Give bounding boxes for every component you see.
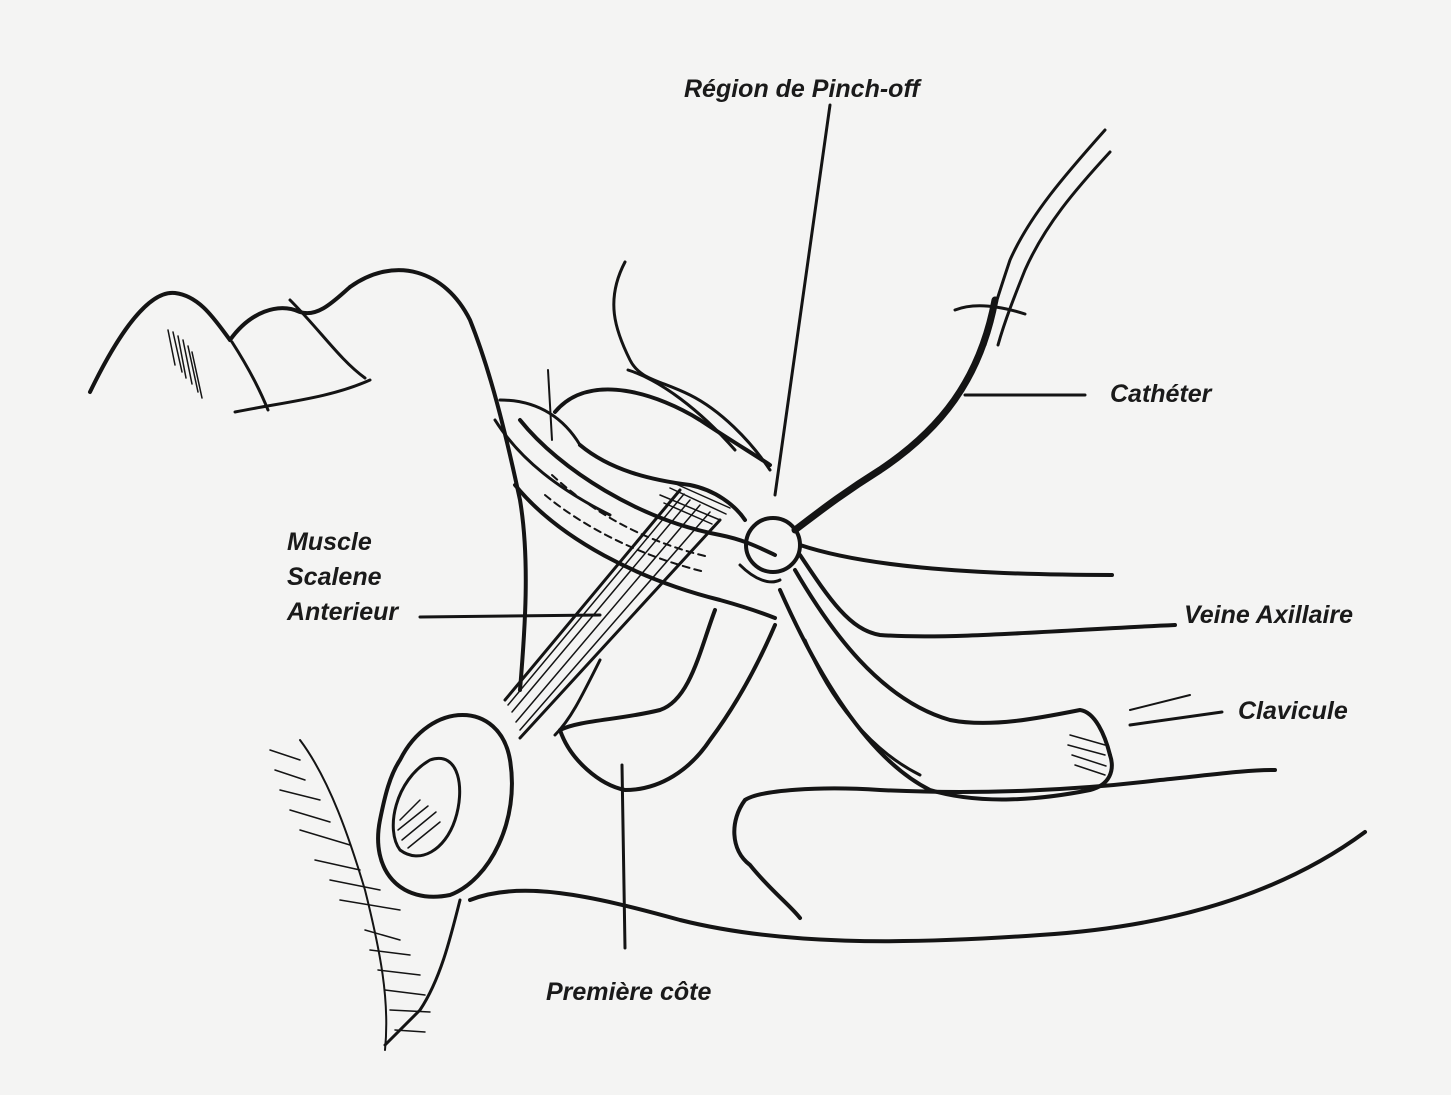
label-muscle-line2: Scalene: [287, 560, 398, 595]
leader-clavicule-2: [1130, 695, 1190, 710]
label-muscle: Muscle Scalene Anterieur: [287, 525, 398, 630]
bottom-contours: [470, 770, 1365, 941]
left-structure: [270, 715, 512, 1050]
label-catheter: Cathéter: [1110, 377, 1211, 412]
label-clavicule: Clavicule: [1238, 694, 1348, 729]
label-premiere-cote: Première côte: [546, 975, 711, 1010]
leader-pinch-off: [775, 105, 830, 495]
clavicle: [780, 570, 1112, 799]
label-pinch-off: Région de Pinch-off: [684, 72, 920, 107]
leader-muscle: [420, 615, 600, 617]
label-muscle-line1: Muscle: [287, 525, 398, 560]
label-veine: Veine Axillaire: [1184, 598, 1353, 633]
scalene-muscle: [505, 484, 730, 738]
leader-premiere-cote: [622, 765, 625, 948]
pinch-off-vein: [740, 518, 1175, 636]
leader-lines: [420, 105, 1222, 948]
catheter: [795, 130, 1110, 530]
leader-clavicule: [1130, 712, 1222, 725]
label-muscle-line3: Anterieur: [287, 595, 398, 630]
